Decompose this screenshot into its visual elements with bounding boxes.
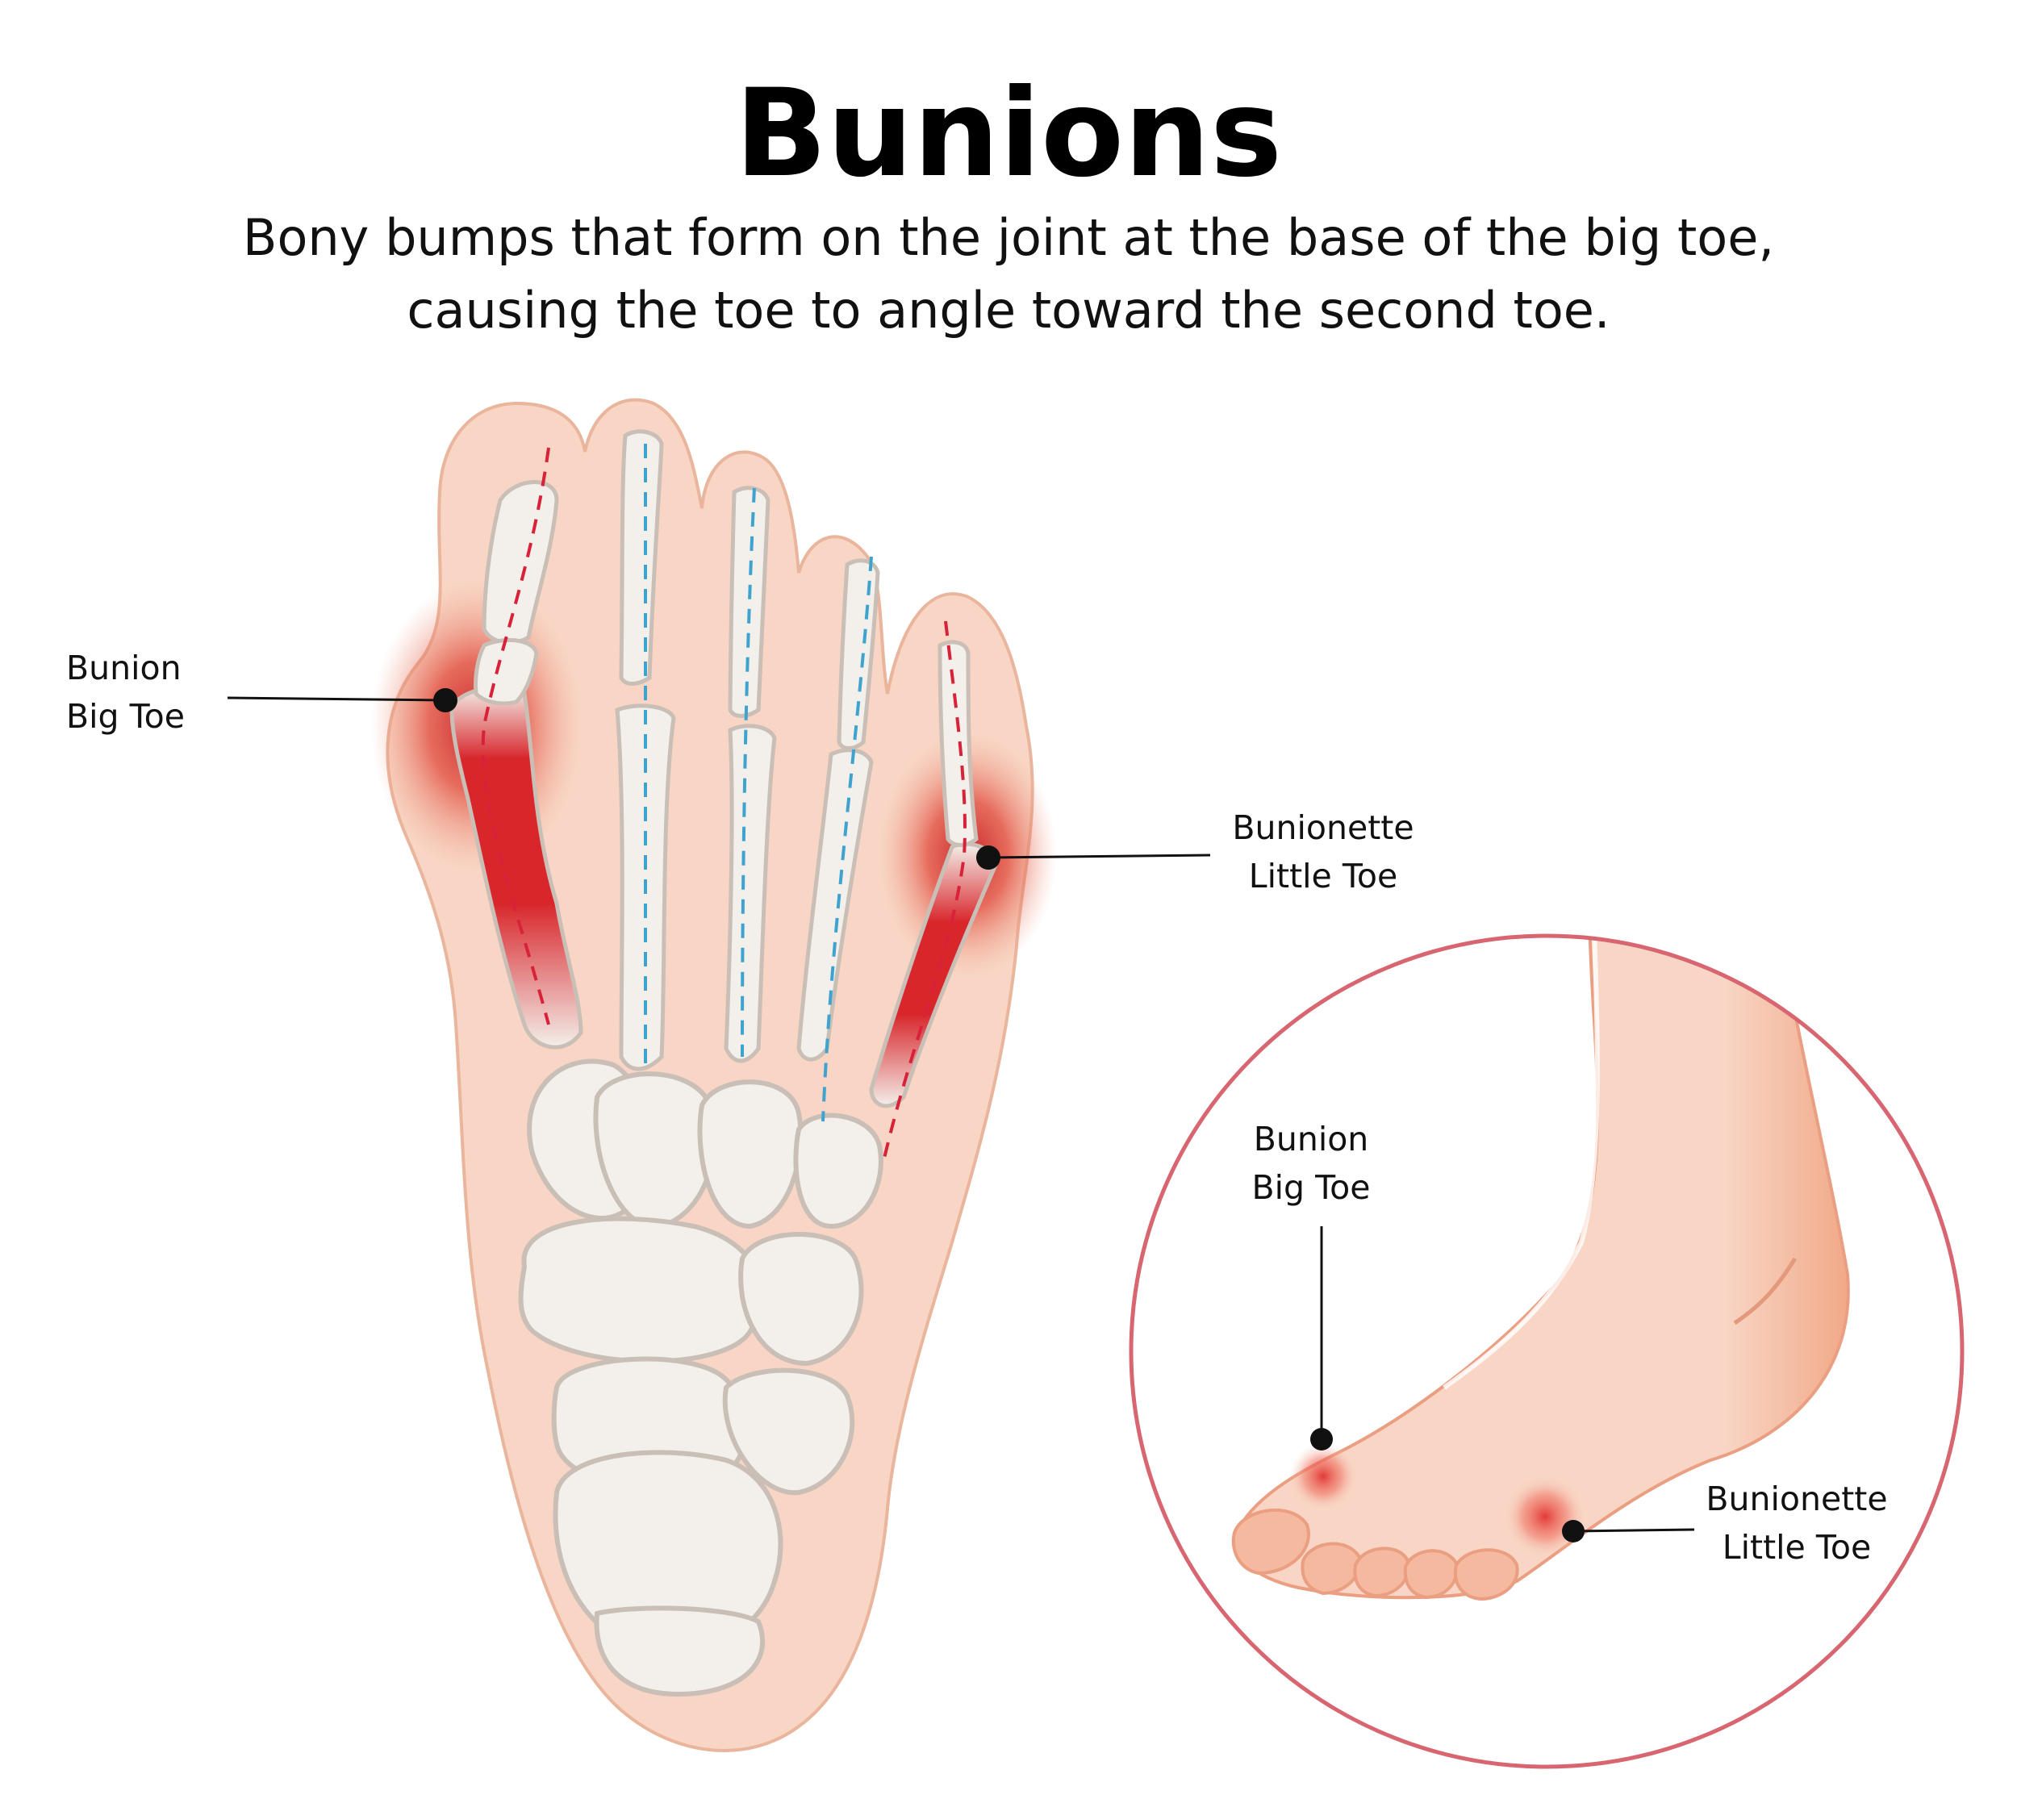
label-bunion-big-toe-top: Bunion xyxy=(66,649,182,687)
normal-alignment-lines xyxy=(644,444,873,1122)
phalanges xyxy=(474,429,979,847)
bunion-alignment-lines xyxy=(481,447,967,1163)
label-bunion-big-toe-side-line2: Big Toe xyxy=(1252,1168,1371,1207)
side-bunion-inflammation xyxy=(1289,1442,1357,1510)
metatarsal-bones xyxy=(449,685,999,1108)
tarsal-bones xyxy=(518,1058,883,1697)
foot-top-view xyxy=(371,398,1057,1752)
leader-lines xyxy=(227,696,1695,1533)
label-bunionette-little-toe-top-line2: Little Toe xyxy=(1249,857,1397,895)
subtitle-line-1: Bony bumps that form on the joint at the… xyxy=(242,208,1775,267)
label-bunion-big-toe-side: Bunion xyxy=(1254,1120,1369,1158)
page-title: Bunions xyxy=(734,64,1283,204)
page-subtitle: Bony bumps that form on the joint at the… xyxy=(0,202,2017,347)
label-bunionette-little-toe-side: Bunionette xyxy=(1706,1480,1887,1518)
side-bunionette-inflammation xyxy=(1505,1476,1585,1557)
label-bunion-big-toe-top-line2: Big Toe xyxy=(66,697,185,736)
side-view-circle-border xyxy=(1129,933,1965,1769)
label-bunionette-little-toe-side-line2: Little Toe xyxy=(1723,1528,1871,1567)
side-view-toes xyxy=(1231,1508,1519,1601)
foot-side-view xyxy=(1129,933,1965,1769)
subtitle-line-2: causing the toe to angle toward the seco… xyxy=(407,281,1610,340)
label-bunionette-little-toe-top: Bunionette xyxy=(1232,808,1414,847)
